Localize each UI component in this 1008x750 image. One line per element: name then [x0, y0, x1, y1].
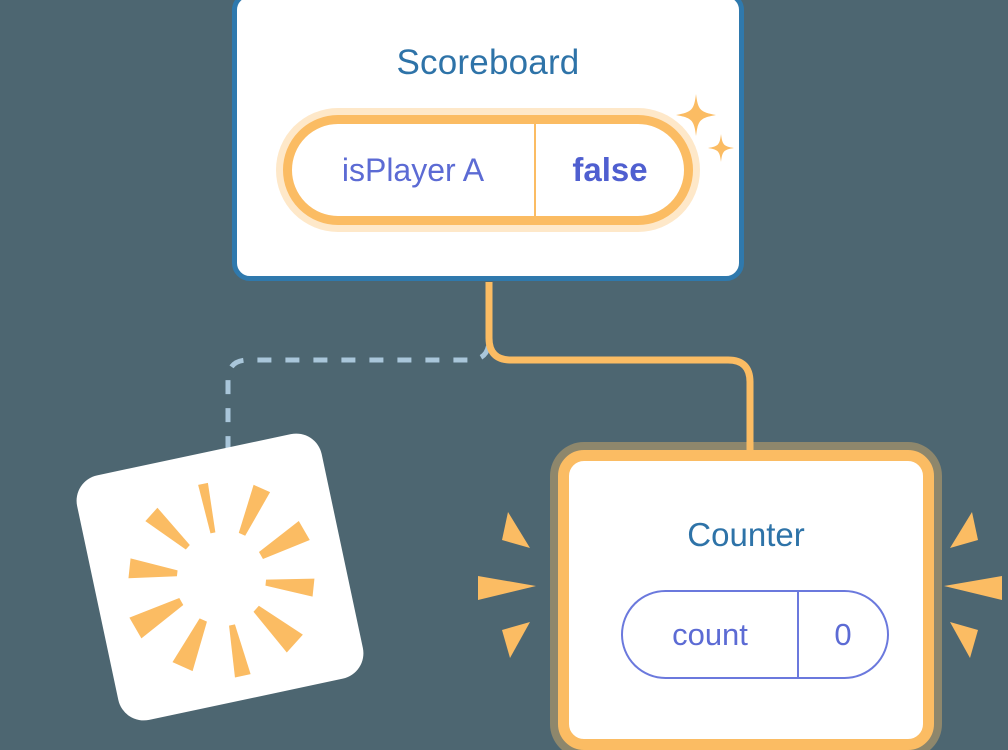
counter-state-pill[interactable]: count 0 [621, 590, 889, 679]
scoreboard-card[interactable]: Scoreboard isPlayer A false [232, 0, 744, 281]
counter-title: Counter [687, 516, 805, 553]
scoreboard-state-key: isPlayer A [292, 124, 536, 216]
counter-state-value: 0 [834, 616, 852, 652]
scoreboard-title: Scoreboard [396, 43, 580, 82]
tilted-blank-card[interactable] [71, 428, 369, 726]
connector-scoreboard-to-counter [485, 282, 754, 462]
scoreboard-state-value: false [572, 151, 648, 188]
counter-state-key: count [623, 592, 799, 677]
scoreboard-state-pill[interactable]: isPlayer A false [283, 115, 693, 225]
counter-card[interactable]: Counter count 0 [558, 450, 934, 750]
